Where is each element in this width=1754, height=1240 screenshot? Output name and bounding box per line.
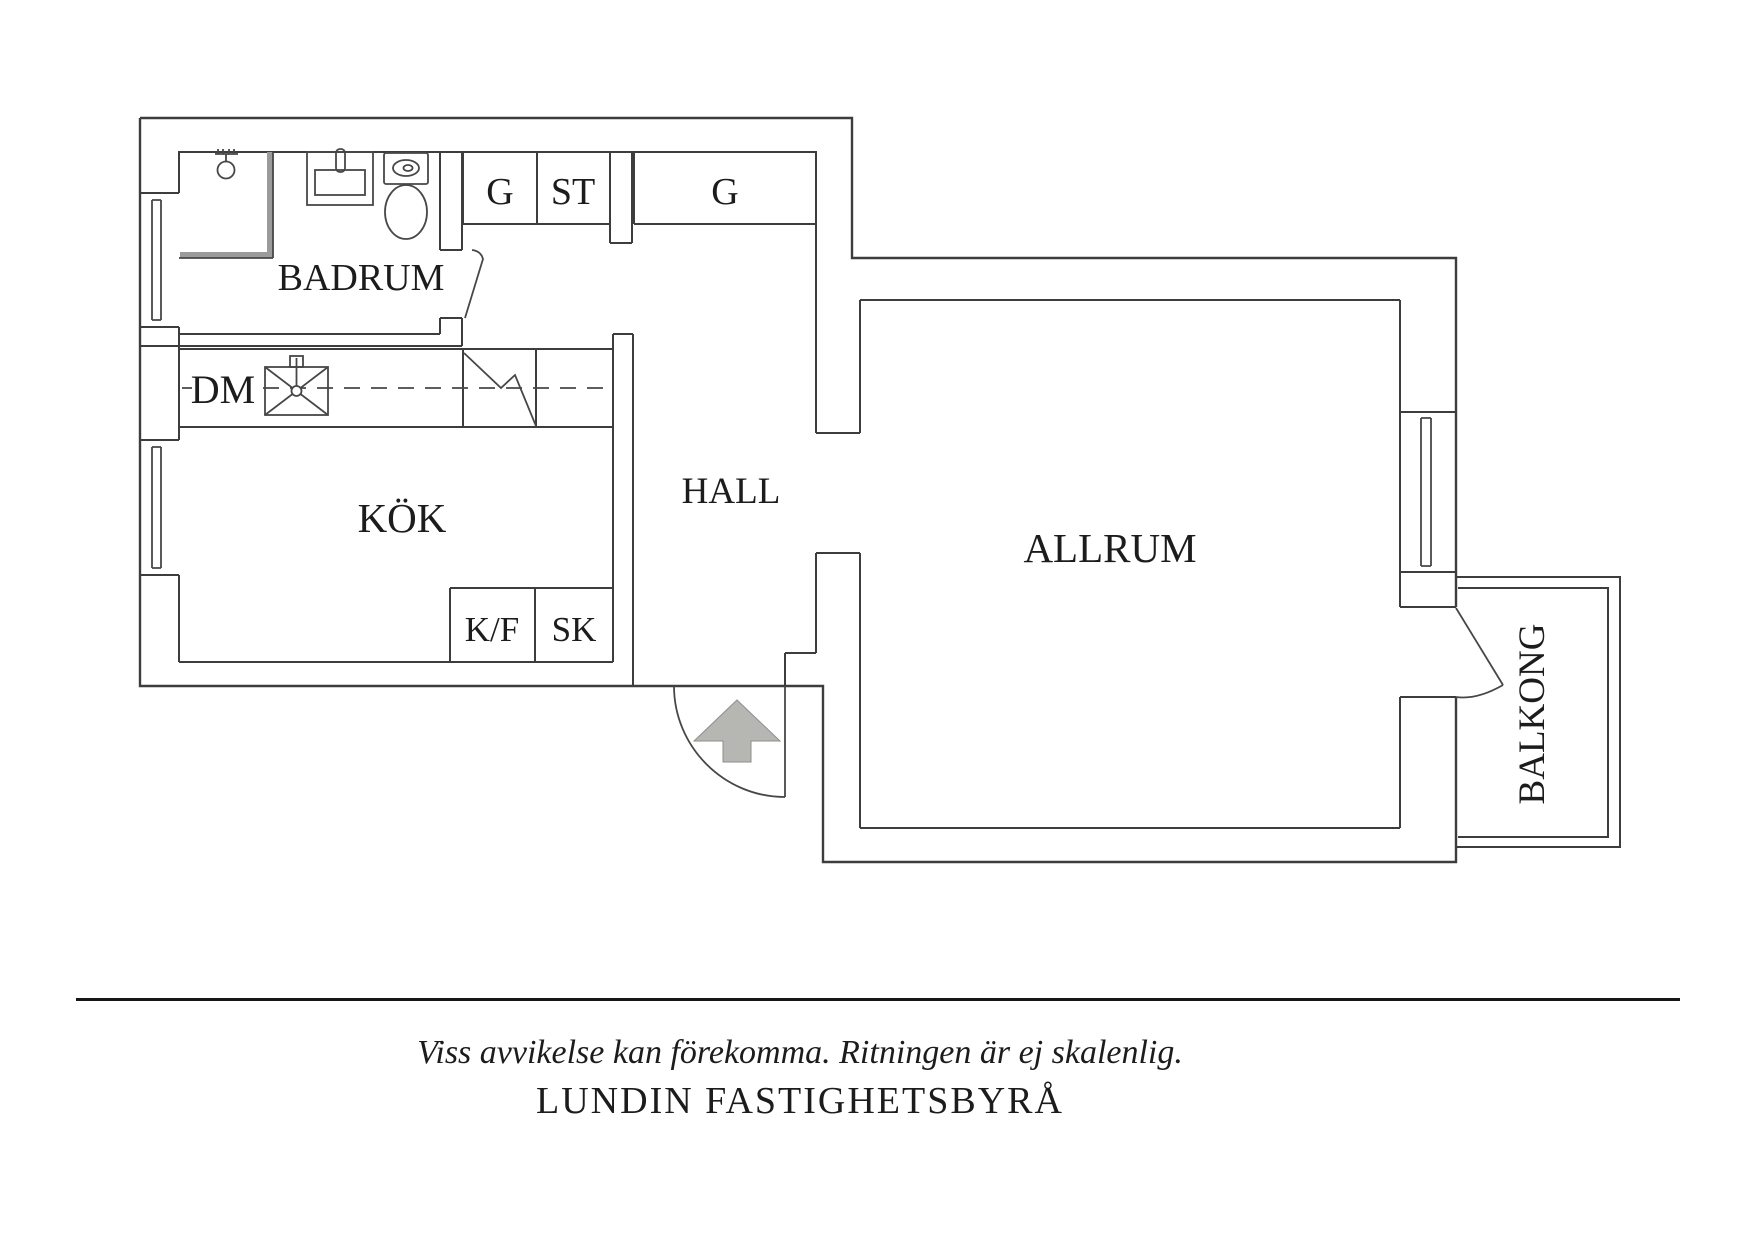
interior-walls (140, 151, 1456, 829)
room-label-allrum: ALLRUM (1023, 525, 1196, 571)
exterior-walls (138, 116, 1458, 864)
window-icon-left-bottom (151, 446, 162, 569)
closet-label-g2: G (711, 171, 738, 213)
kitchen-sink-icon (264, 355, 329, 416)
window-icon-left-top (151, 199, 162, 321)
footer-divider (76, 998, 1680, 1001)
bathroom-sink-icon (306, 148, 374, 206)
shower-head-icon (215, 149, 238, 180)
room-label-hall: HALL (682, 471, 781, 512)
footer-disclaimer: Viss avvikelse kan förekomma. Ritningen … (417, 1034, 1183, 1071)
entry-door-swing-icon (673, 685, 786, 798)
shower-icon (179, 152, 274, 259)
cabinet-label-kf: K/F (465, 610, 519, 649)
badrum-door-swing-icon (464, 249, 484, 319)
balcony-outline (1456, 576, 1621, 848)
balcony-door-swing-icon (1455, 607, 1504, 699)
kitchen-counter (180, 348, 613, 428)
room-label-kok: KÖK (358, 495, 447, 541)
closet-label-st: ST (551, 171, 595, 213)
footer: Viss avvikelse kan förekomma. Ritningen … (0, 1034, 1600, 1123)
room-label-balkong: BALKONG (1512, 624, 1553, 805)
toilet-icon (383, 152, 429, 240)
stove-icon (463, 352, 537, 427)
room-label-badrum: BADRUM (278, 257, 445, 299)
footer-brand: LUNDIN FASTIGHETSBYRÅ (536, 1080, 1064, 1123)
window-icon-right (1420, 417, 1432, 567)
appliance-label-dm: DM (191, 367, 255, 412)
cabinet-label-sk: SK (552, 610, 597, 649)
closet-label-g1: G (486, 171, 513, 213)
dm-label-backing (192, 366, 254, 408)
entrance-arrow-icon (692, 699, 782, 763)
